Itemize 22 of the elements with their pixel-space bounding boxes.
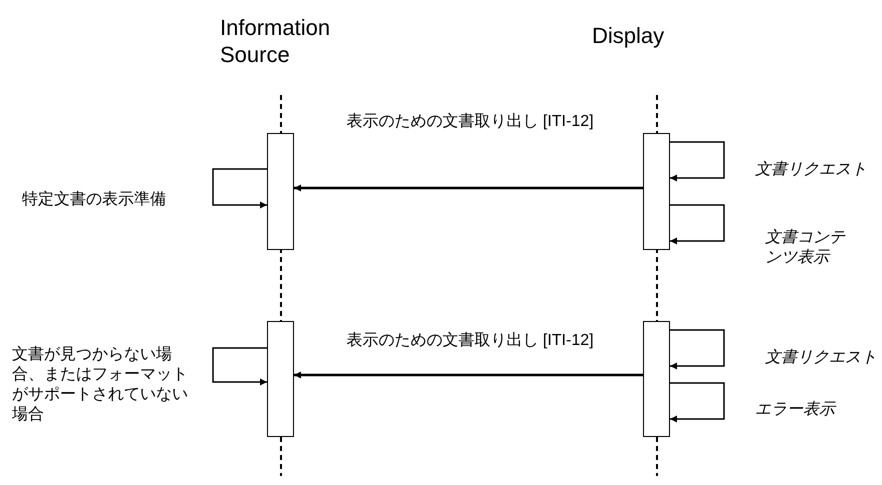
self-message-arrow xyxy=(670,382,725,422)
activation-bar xyxy=(643,133,670,250)
self-message-arrow xyxy=(670,329,725,370)
lifeline-heading: Display xyxy=(592,22,666,49)
self-message-arrow xyxy=(670,204,725,244)
message-label: 文書リクエスト xyxy=(765,348,878,368)
activation-bar xyxy=(267,133,294,250)
activation-bar xyxy=(267,321,294,437)
self-message-arrow xyxy=(212,347,267,386)
message-label: 文書リクエスト xyxy=(755,160,868,180)
message-arrow xyxy=(294,372,643,378)
message-arrow xyxy=(294,184,643,192)
message-label: 表示のための文書取り出し [ITI-12] xyxy=(345,331,595,351)
message-label: 文書が見つからない場合、またはフォーマットがサポートされていない場合 xyxy=(12,345,189,425)
lifeline-heading: Information Source xyxy=(220,14,332,68)
message-label: 特定文書の表示準備 xyxy=(22,190,167,210)
self-message-arrow xyxy=(212,168,267,208)
message-label: 表示のための文書取り出し [ITI-12] xyxy=(345,112,595,132)
self-message-arrow xyxy=(670,141,725,182)
message-label: エラー表示 xyxy=(755,400,838,420)
message-label: 文書コンテンツ表示 xyxy=(765,228,846,268)
activation-bar xyxy=(643,321,670,437)
